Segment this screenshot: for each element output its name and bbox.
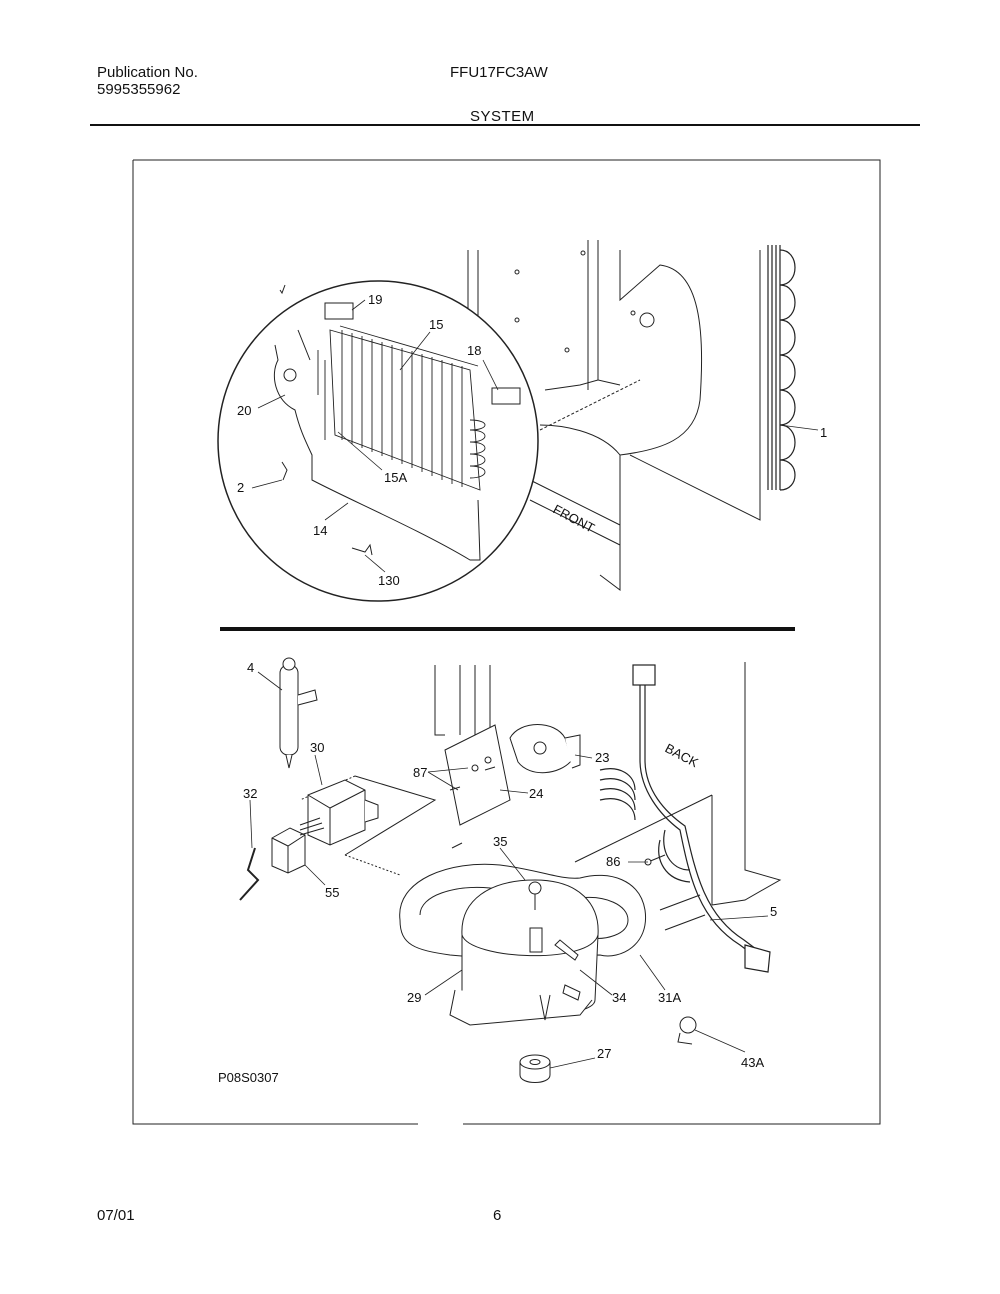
callout-130: 130 <box>378 573 400 588</box>
leader-lines-bottom <box>249 671 769 1069</box>
callout-35: 35 <box>493 834 507 849</box>
callout-4: 4 <box>247 660 254 675</box>
callout-34: 34 <box>612 990 626 1005</box>
cabinet-rear-drawing <box>299 662 782 906</box>
callout-19: 19 <box>368 292 382 307</box>
magnified-detail-circle <box>217 280 819 602</box>
publication-number: 5995355962 <box>97 81 181 98</box>
callout-27: 27 <box>597 1046 611 1061</box>
section-title: SYSTEM <box>470 108 535 125</box>
callout-32: 32 <box>243 786 257 801</box>
compressor <box>449 879 599 1026</box>
publication-label: Publication No. <box>97 64 198 81</box>
condenser-coil <box>767 245 796 491</box>
fan-motor-assembly <box>444 724 581 826</box>
header-rule <box>90 124 920 126</box>
evaporator <box>317 325 486 491</box>
leader-lines-top <box>251 299 819 573</box>
diagram-frame <box>132 159 881 1125</box>
footer-date: 07/01 <box>97 1207 135 1224</box>
front-label: FRONT <box>551 501 598 535</box>
relay-and-overload <box>239 779 379 901</box>
part-19-pad <box>324 302 354 320</box>
defrost-wiring <box>273 284 481 561</box>
part-18-pad <box>491 387 521 405</box>
callout-15: 15 <box>429 317 443 332</box>
callout-24: 24 <box>529 786 543 801</box>
callout-5: 5 <box>770 904 777 919</box>
callout-1: 1 <box>820 425 827 440</box>
callout-87: 87 <box>413 765 427 780</box>
power-cord-harness <box>599 664 771 973</box>
callout-43a: 43A <box>741 1055 764 1070</box>
callout-14: 14 <box>313 523 327 538</box>
callout-2: 2 <box>237 480 244 495</box>
drier-filter <box>279 657 318 769</box>
callout-23: 23 <box>595 750 609 765</box>
callout-18: 18 <box>467 343 481 358</box>
drawing-code: P08S0307 <box>218 1070 279 1085</box>
callout-20: 20 <box>237 403 251 418</box>
callout-55: 55 <box>325 885 339 900</box>
small-hardware <box>451 842 697 1083</box>
callout-31a: 31A <box>658 990 681 1005</box>
cabinet-back-drawing <box>467 240 761 591</box>
callout-15a: 15A <box>384 470 407 485</box>
callout-86: 86 <box>606 854 620 869</box>
callout-30: 30 <box>310 740 324 755</box>
callout-29: 29 <box>407 990 421 1005</box>
model-number: FFU17FC3AW <box>450 64 548 81</box>
page-number: 6 <box>493 1207 502 1224</box>
back-label: BACK <box>663 740 702 770</box>
